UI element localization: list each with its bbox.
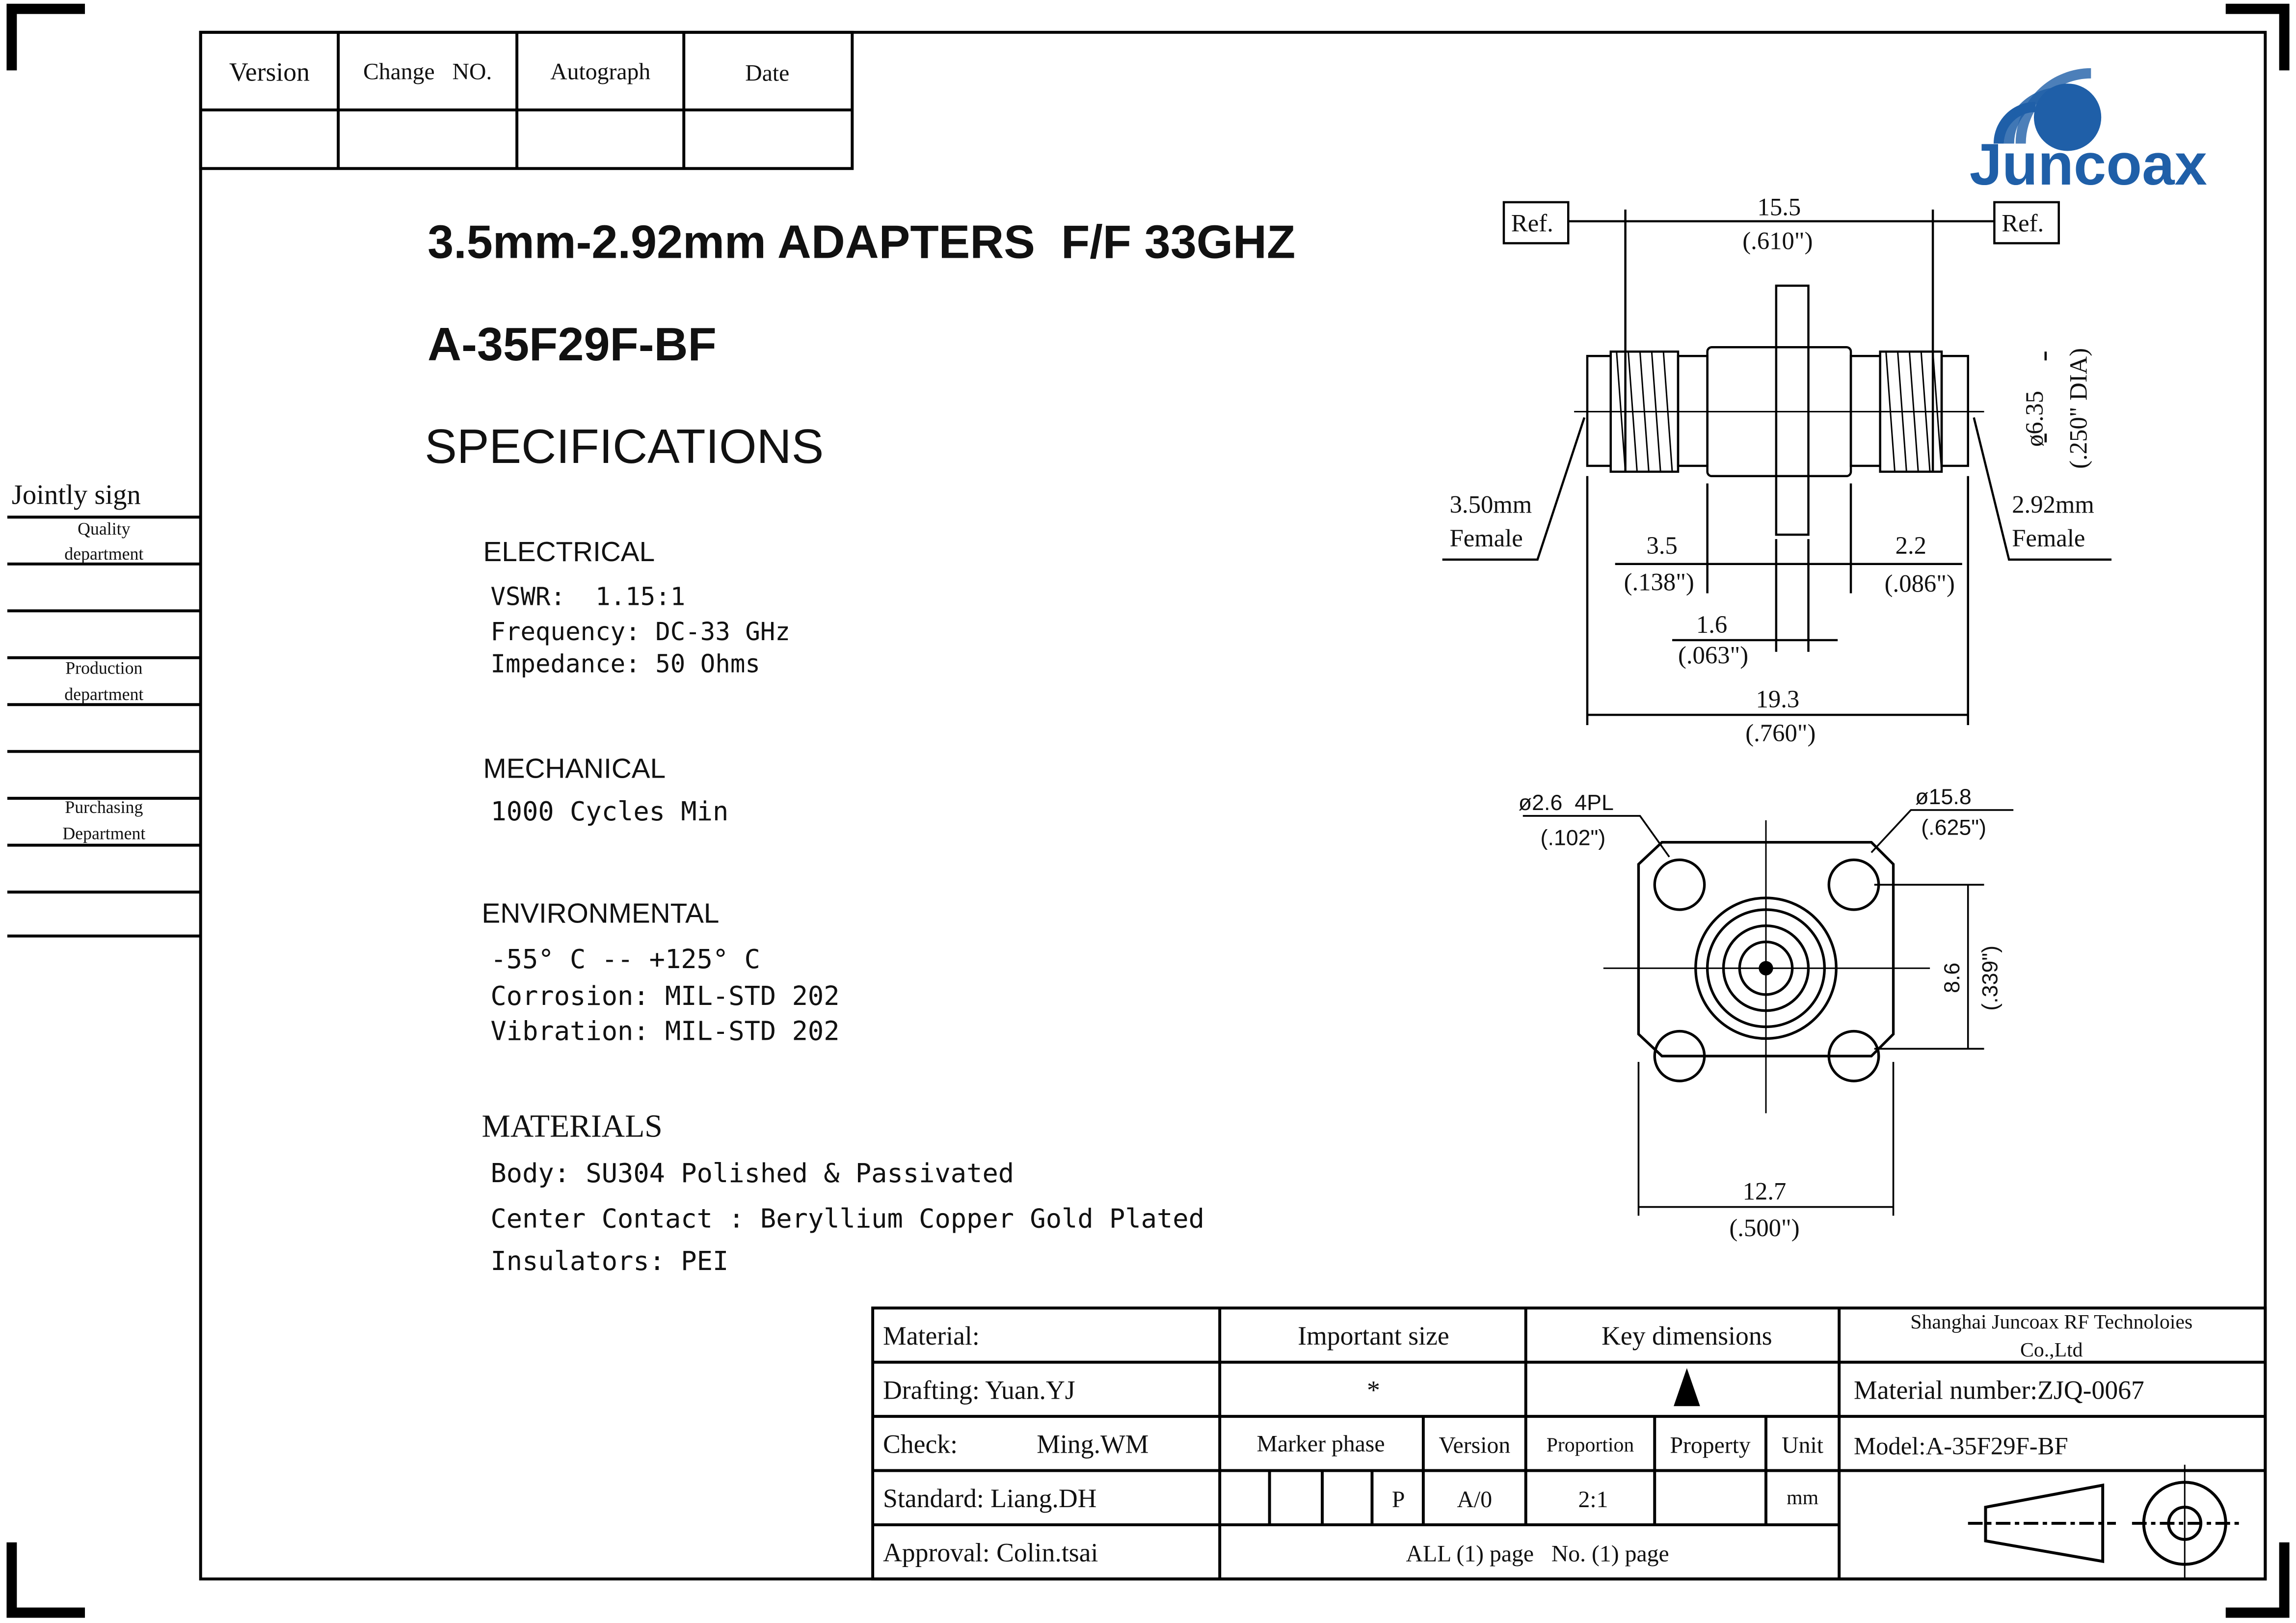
spacing-label: 8.6 [1940,963,1964,993]
dim-total: 19.3 [1756,685,1800,713]
hole-label: ø2.6 4PL [1519,790,1614,815]
electrical-lines: VSWR: 1.15:1 Frequency: DC-33 GHz Impeda… [0,0,895,678]
page-count: ALL (1) page No. (1) page [1406,1541,1669,1567]
dim-c: 1.6 [1696,611,1727,638]
mechanical-lines: 1000 Cycles Min [490,796,728,827]
unit-value: mm [1787,1487,1818,1509]
environmental-lines: -55° C -- +125° C Corrosion: MIL-STD 202… [490,944,855,1046]
environmental-heading: ENVIRONMENTAL [482,898,720,929]
dim-b-in: (.086") [1885,569,1955,597]
title-block [871,1306,2267,1581]
dim-total-in: (.760") [1745,719,1815,747]
col-proportion: Proportion [1547,1434,1634,1457]
col-marker-phase: Marker phase [1257,1431,1385,1457]
materials-heading: MATERIALS [482,1109,663,1144]
specifications: ELECTRICAL VSWR: 1.15:1 Frequency: DC-33… [0,0,1220,1276]
dim-b: 2.2 [1896,532,1926,559]
dim-top-in: (.610") [1742,227,1813,254]
standard-label: Standard: Liang.DH [883,1484,1096,1513]
proportion-value: 2:1 [1578,1487,1608,1513]
dim-c-in: (.063") [1678,642,1748,669]
col-unit: Unit [1782,1433,1823,1459]
approval-label: Approval: Colin.tsai [883,1538,1098,1568]
version-value: A/0 [1457,1487,1493,1513]
dim-a-in: (.138") [1624,568,1694,596]
drafting-label: Drafting: Yuan.YJ [883,1375,1075,1405]
flange-dia-in-label: (.625") [1921,815,1986,840]
dim-a: 3.5 [1646,532,1677,559]
side-view-drawing [1442,201,2112,725]
part-number: A-35F29F-BF [427,319,717,371]
header-version: Version [229,57,310,86]
dia-label: ø6.35 [2021,391,2048,447]
check-name: Ming.WM [1037,1430,1148,1459]
jointly-sign-label: Jointly sign [12,479,141,510]
width-label: 12.7 [1743,1178,1787,1205]
important-size-label: Important size [1298,1321,1449,1351]
width-in-label: (.500") [1729,1214,1799,1242]
marker-phase-value: P [1392,1487,1405,1513]
model-label: Model:A-35F29F-BF [1854,1433,2068,1460]
check-label: Check: [883,1430,958,1459]
header-autograph: Autograph [550,58,650,84]
spacing-in-label: (.339") [1977,946,2002,1011]
header-change-no: Change NO. [363,58,492,84]
logo-text: Juncoax [1970,132,2207,197]
juncoax-logo: Juncoax [1970,68,2207,197]
hole-in-label: (.102") [1541,826,1606,850]
specifications-heading: SPECIFICATIONS [425,419,824,473]
revision-table: Version Change NO. Autograph Date [199,30,854,170]
material-number: Material number:ZJQ-0067 [1854,1375,2144,1405]
ref-left: Ref. [1511,210,1553,237]
ref-right: Ref. [2002,210,2044,237]
mechanical-heading: MECHANICAL [483,753,666,784]
important-size-symbol: * [1367,1375,1380,1405]
materials-lines: Body: SU304 Polished & Passivated Center… [490,1158,1220,1276]
document-title: 3.5mm-2.92mm ADAPTERS F/F 33GHZ [427,216,1295,268]
key-dimension-triangle-icon [1674,1368,1700,1407]
key-dimensions-label: Key dimensions [1602,1321,1772,1351]
projection-symbol-icon [1968,1464,2241,1579]
dim-top: 15.5 [1757,193,1801,221]
col-property: Property [1670,1433,1750,1459]
dia-in-label: (.250" DIA) [2064,348,2092,469]
material-label: Material: [883,1321,980,1351]
header-date: Date [745,60,789,86]
electrical-heading: ELECTRICAL [483,537,655,568]
front-view-drawing [1522,809,2014,1216]
col-version: Version [1439,1433,1510,1459]
corner-marks [6,3,2290,1618]
flange-dia-label: ø15.8 [1915,784,1971,809]
